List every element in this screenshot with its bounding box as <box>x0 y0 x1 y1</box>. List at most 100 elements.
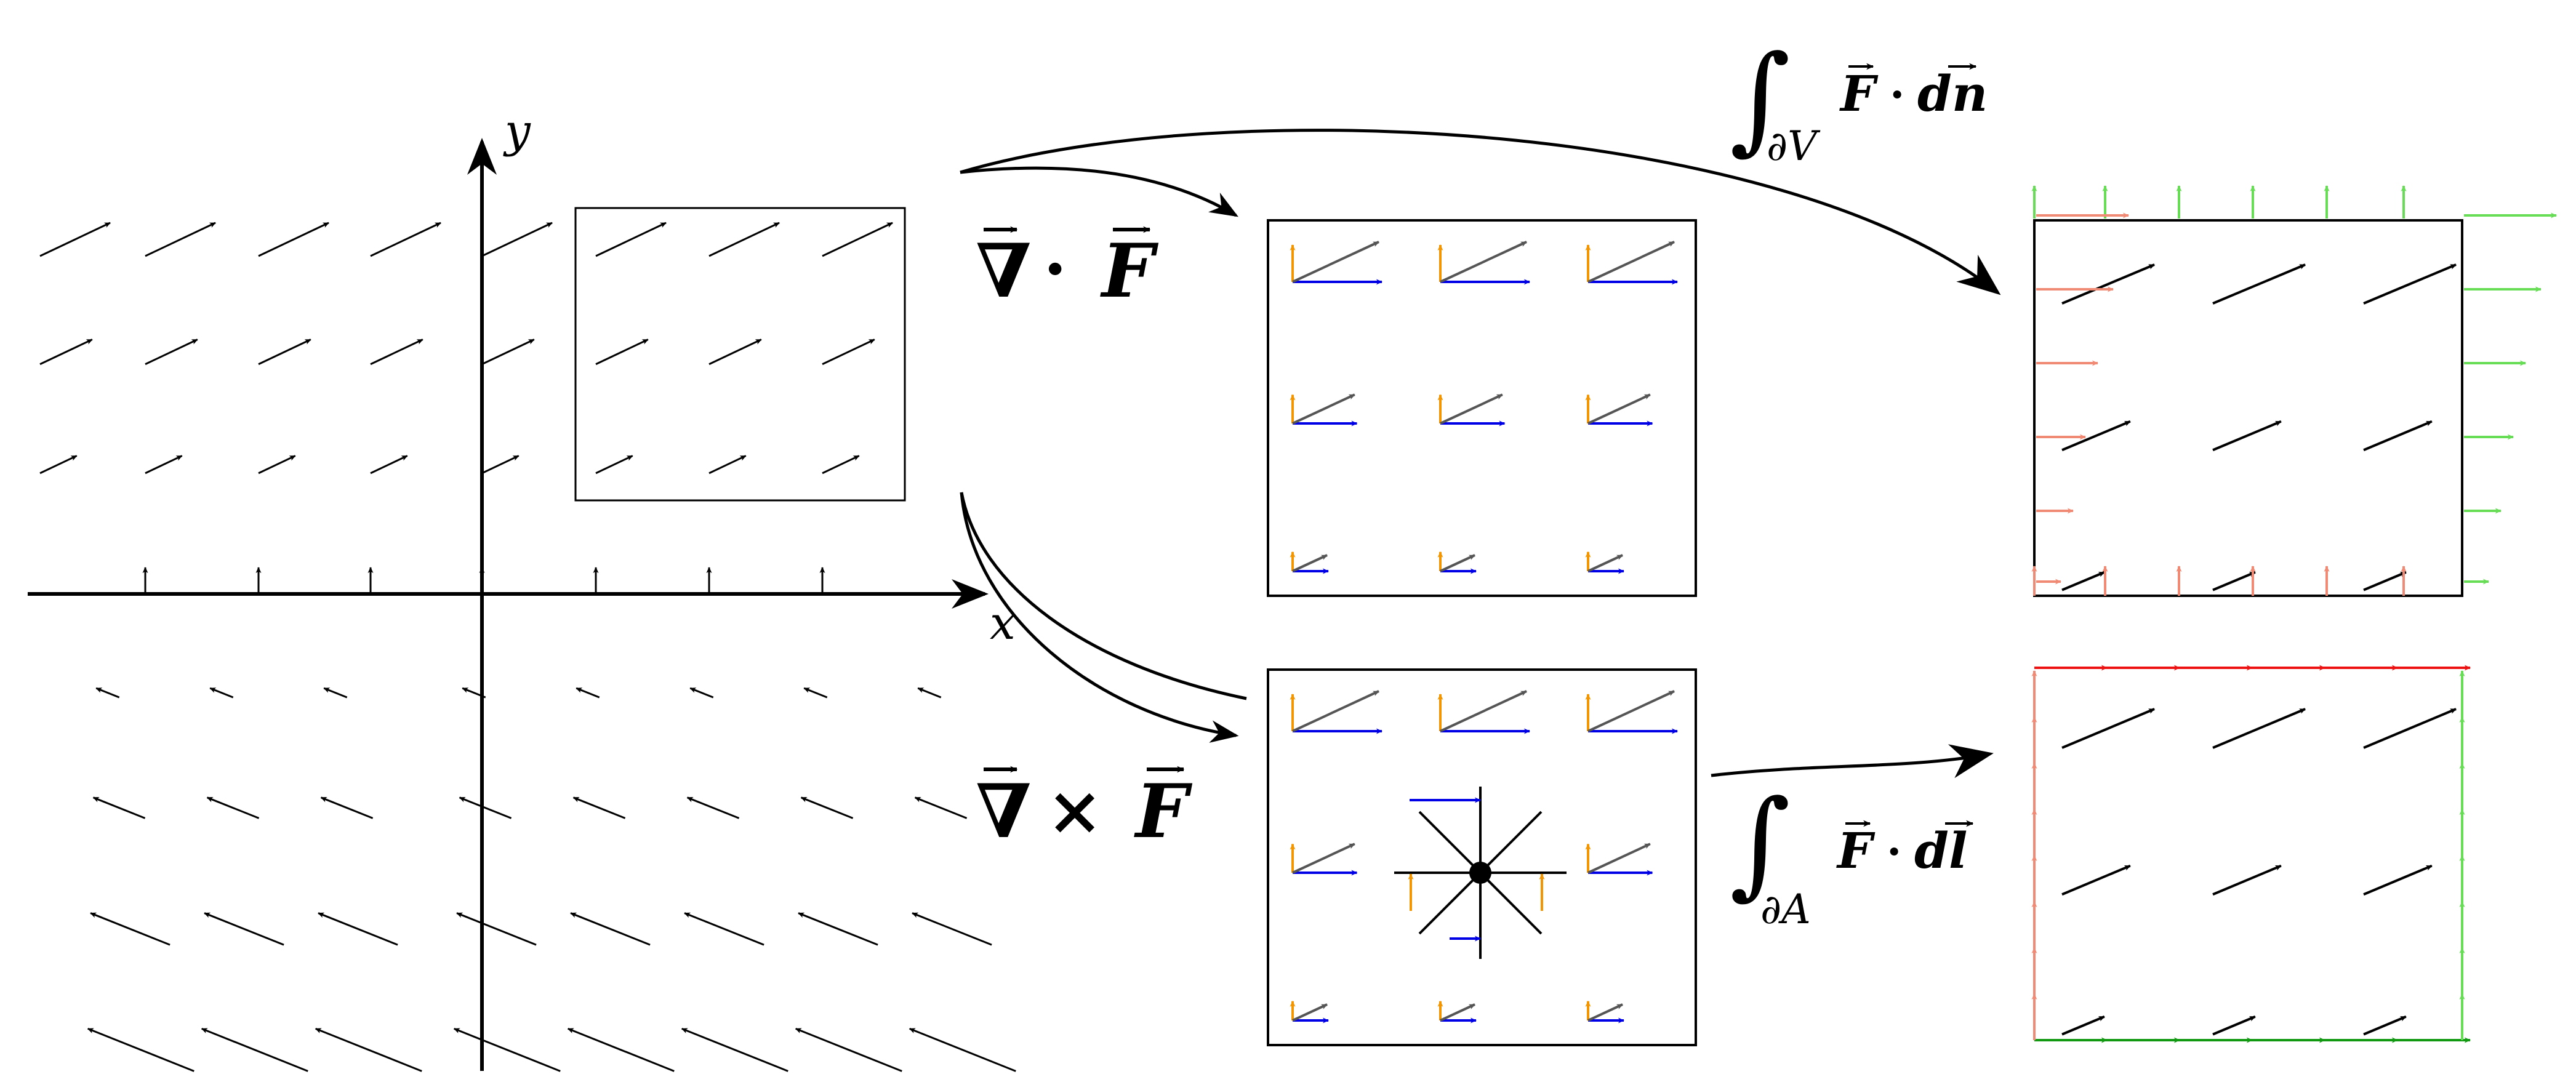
field-vector <box>2363 708 2457 749</box>
field-vector <box>708 339 762 366</box>
dot-operator: · <box>1887 826 1901 877</box>
resultant-arrow <box>1440 1003 1475 1022</box>
line-integral-label: ∫ ∂A F · dl <box>1730 775 1974 933</box>
field-vector <box>2363 864 2433 896</box>
field-vector <box>258 339 311 366</box>
field-vector <box>576 687 600 699</box>
field-symbol: F <box>1134 768 1193 855</box>
field-vector <box>595 222 667 257</box>
field-vector <box>686 796 740 819</box>
field-vector <box>459 796 512 819</box>
field-vector <box>370 222 441 257</box>
field-vector <box>456 912 537 946</box>
field-vector <box>708 455 747 475</box>
divergence-component-vectors <box>1290 241 1678 574</box>
arrow-to-line-integral <box>1711 744 1994 779</box>
field-vector <box>912 912 992 946</box>
paddle-wheel <box>1394 787 1567 959</box>
field-vector <box>90 912 171 946</box>
field-vector <box>2061 708 2155 749</box>
field-vector <box>39 222 111 257</box>
field-vector <box>708 222 780 257</box>
field-symbol: F <box>1100 228 1159 315</box>
selection-box <box>574 207 906 502</box>
x-axis-label: x <box>990 597 1016 650</box>
resultant-arrow <box>1292 1003 1328 1022</box>
resultant-arrow <box>1440 241 1527 283</box>
normal-element: dn <box>1917 65 1988 122</box>
field-vector <box>206 796 260 819</box>
resultant-arrow <box>1292 690 1379 732</box>
field-vector <box>2061 263 2155 305</box>
field-vector <box>800 796 854 819</box>
resultant-arrow <box>1440 690 1527 732</box>
field-vector <box>145 455 183 475</box>
field-vector <box>595 455 633 475</box>
flux-field-vectors <box>2061 263 2457 591</box>
resultant-arrow <box>1587 843 1651 874</box>
field-vector <box>209 687 234 699</box>
field-vector <box>204 912 284 946</box>
field-vector <box>2061 420 2131 452</box>
field-vector <box>795 1027 902 1072</box>
field-vector <box>914 796 968 819</box>
circulation-boundary <box>2031 665 2471 1043</box>
resultant-arrow <box>1292 241 1379 283</box>
arrow-to-curl-lower <box>960 492 1239 743</box>
field-vector <box>87 1027 195 1072</box>
field-vector <box>822 339 875 366</box>
field-vector <box>567 1027 675 1072</box>
field-vector <box>2212 708 2306 749</box>
field-vector <box>822 222 893 257</box>
paddle-hub <box>1469 862 1491 884</box>
vector-field-plot <box>39 222 1016 1072</box>
flux-normal-vectors <box>2031 185 2557 596</box>
field-vector <box>2061 571 2105 591</box>
resultant-arrow <box>1440 393 1503 425</box>
field-vector <box>318 912 398 946</box>
resultant-arrow <box>1292 554 1328 572</box>
curl-panel <box>1267 668 1697 1046</box>
integral-sign: ∫ <box>1730 775 1791 911</box>
line-element: dl <box>1914 822 1967 880</box>
field-vector <box>481 455 520 475</box>
dot-operator: · <box>1890 69 1904 120</box>
curve-domain: ∂A <box>1760 886 1811 933</box>
field-vector <box>909 1027 1016 1072</box>
field-vector <box>572 796 626 819</box>
nabla-symbol: ∇ <box>976 768 1031 855</box>
nabla-symbol: ∇ <box>976 228 1031 315</box>
field-vector <box>258 455 296 475</box>
field-vector <box>95 687 120 699</box>
resultant-arrow <box>1292 843 1355 874</box>
dot-operator: · <box>1043 229 1067 308</box>
field-vector <box>2061 1015 2105 1036</box>
field-vector <box>2363 571 2407 591</box>
resultant-arrow <box>1587 241 1675 283</box>
field-vector <box>39 339 93 366</box>
field-vector <box>145 339 198 366</box>
field-vector <box>201 1027 308 1072</box>
flux-panel <box>2033 219 2463 597</box>
flux-integral-label: ∫ ∂V F · dn <box>1730 30 1988 170</box>
resultant-arrow <box>1292 393 1355 425</box>
field-vector <box>2363 263 2457 305</box>
field-vector <box>315 1027 422 1072</box>
divergence-label: ∇ · F <box>976 226 1159 315</box>
field-vector <box>2212 420 2282 452</box>
field-symbol: F <box>1839 65 1879 122</box>
arrow-to-divergence <box>960 166 1238 217</box>
field-vector <box>453 1027 561 1072</box>
field-vector <box>258 222 329 257</box>
field-vector <box>2061 864 2131 896</box>
field-vector <box>323 687 348 699</box>
field-vector <box>822 455 860 475</box>
field-vector <box>145 222 216 257</box>
resultant-arrow <box>1587 690 1675 732</box>
field-vector <box>803 687 828 699</box>
field-vector <box>2212 571 2256 591</box>
field-symbol: F <box>1836 822 1876 880</box>
resultant-arrow <box>1440 554 1475 572</box>
field-vector <box>570 912 651 946</box>
